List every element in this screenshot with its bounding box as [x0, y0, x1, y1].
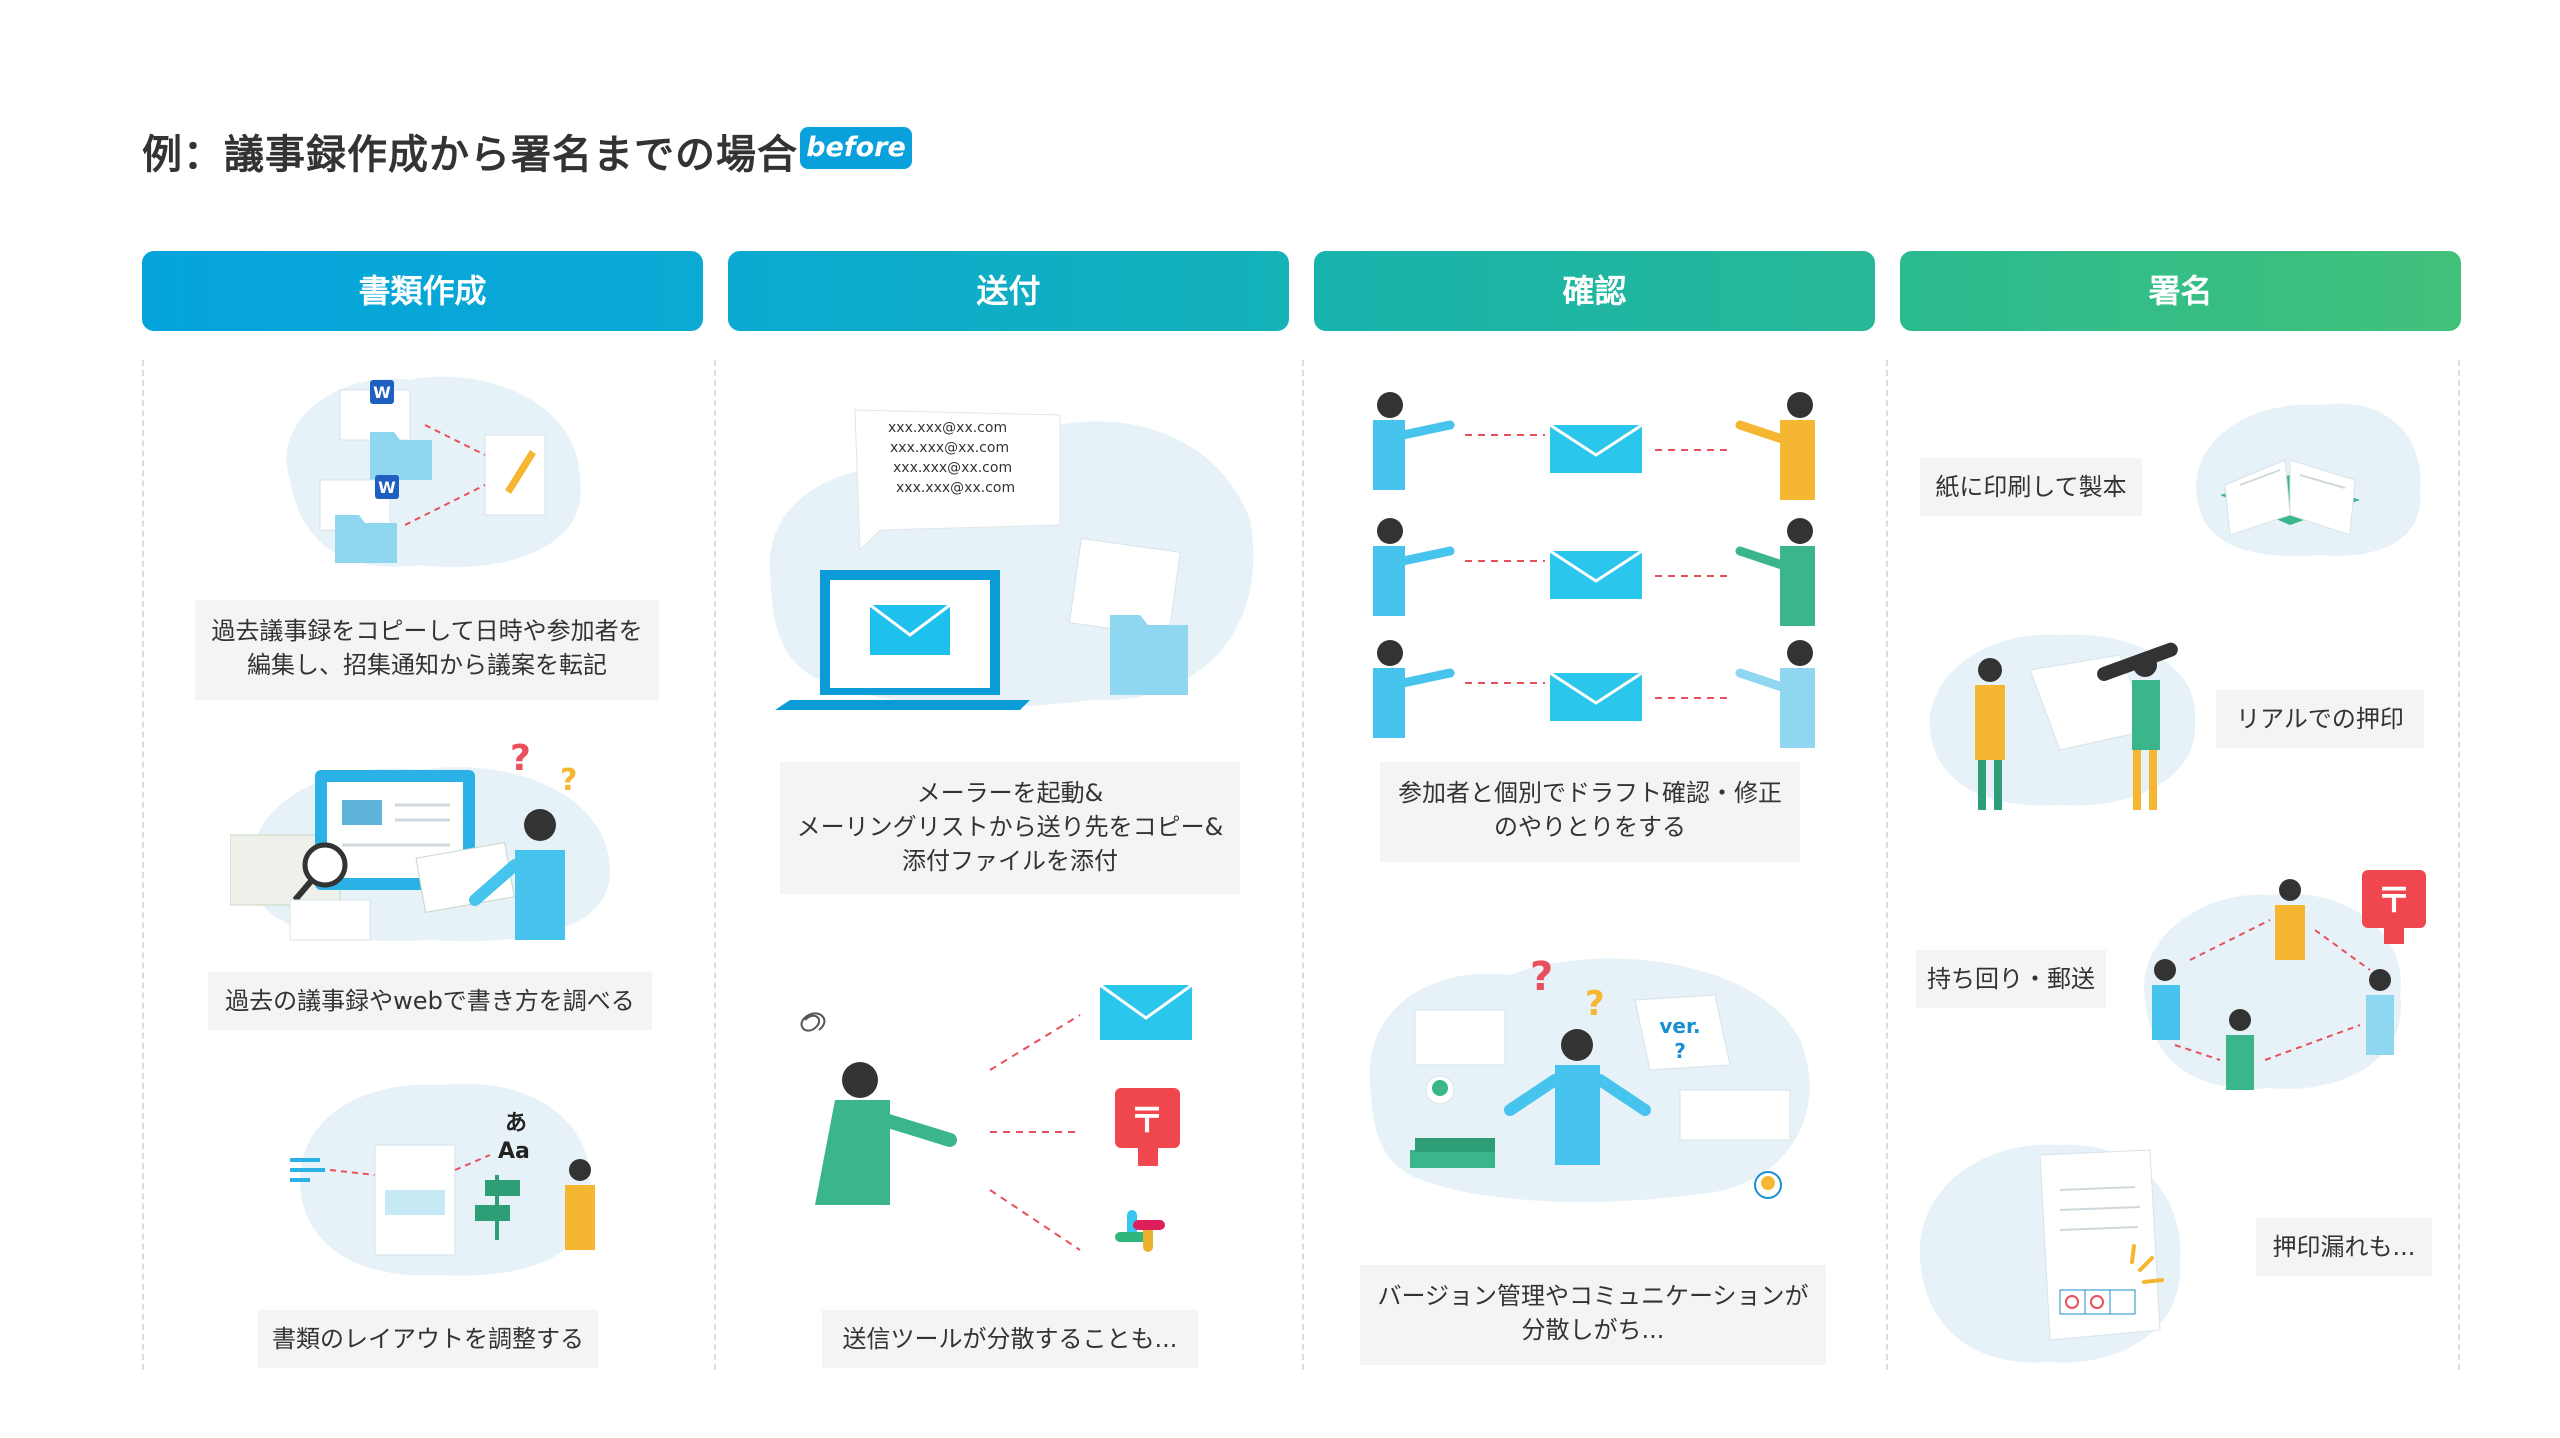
- version-label: ver.: [1659, 1014, 1700, 1038]
- book-icon: [2196, 403, 2421, 556]
- caption-circulation: 持ち回り・郵送: [1916, 950, 2106, 1008]
- phase-header-send: 送付: [728, 251, 1289, 331]
- post-icon: [1115, 1088, 1180, 1148]
- caption-launch-mailer: メーラーを起動& メーリングリストから送り先をコピー& 添付ファイルを添付: [780, 762, 1240, 894]
- phase-header-document: 書類作成: [142, 251, 703, 331]
- hiragana-glyph: あ: [505, 1111, 527, 1136]
- svg-text:〒: 〒: [1130, 1101, 1164, 1141]
- question-glyph: ?: [1530, 954, 1553, 1000]
- latin-glyph: Aa: [498, 1139, 530, 1164]
- column-divider: [2458, 360, 2460, 1370]
- email-address: xxx.xxx@xx.com: [890, 440, 1009, 456]
- phase-header-confirm: 確認: [1314, 251, 1875, 331]
- stamp-icon: [1929, 634, 2196, 810]
- version-question: ?: [1674, 1039, 1686, 1063]
- post-icon: 〒: [2362, 870, 2426, 944]
- caption-missing-stamp: 押印漏れも...: [2256, 1218, 2432, 1276]
- slack-icon: [1115, 1210, 1165, 1252]
- column-divider: [1302, 360, 1304, 1370]
- phase-header-sign: 署名: [1900, 251, 2461, 331]
- question-glyph: ?: [560, 763, 577, 798]
- question-glyph: ?: [1585, 984, 1605, 1024]
- missing-stamp-icon: [1919, 1144, 2181, 1363]
- caption-real-stamp: リアルでの押印: [2216, 690, 2424, 748]
- column-divider: [1886, 360, 1888, 1370]
- version-confusion-icon: ? ? ver. ?: [1369, 954, 1810, 1203]
- email-address: xxx.xxx@xx.com: [893, 460, 1012, 476]
- caption-draft-check: 参加者と個別でドラフト確認・修正 のやりとりをする: [1380, 762, 1800, 862]
- caption-layout: 書類のレイアウトを調整する: [258, 1310, 598, 1368]
- email-address: xxx.xxx@xx.com: [896, 480, 1015, 496]
- word-glyph: W: [378, 478, 396, 497]
- caption-print-bind: 紙に印刷して製本: [1920, 458, 2142, 516]
- caption-copy-minutes: 過去議事録をコピーして日時や参加者を 編集し、招集通知から議案を転記: [195, 600, 659, 700]
- column-divider: [714, 360, 716, 1370]
- send-tools-icon: 〒: [800, 983, 1193, 1252]
- caption-research: 過去の議事録やwebで書き方を調べる: [208, 972, 652, 1030]
- caption-send-tools: 送信ツールが分散することも...: [822, 1310, 1198, 1368]
- email-address: xxx.xxx@xx.com: [888, 420, 1007, 436]
- laptop-mail-icon: xxx.xxx@xx.com xxx.xxx@xx.com xxx.xxx@xx…: [769, 409, 1254, 710]
- document-copy-icon: W W: [286, 376, 581, 568]
- question-glyph: ?: [510, 740, 531, 779]
- word-glyph: W: [373, 383, 391, 402]
- before-badge: before: [800, 127, 912, 169]
- research-icon: ? ?: [230, 740, 610, 942]
- mail-route-icon: [2143, 879, 2401, 1090]
- layout-icon: あ Aa: [290, 1083, 595, 1276]
- mail-exchange-icon: [1373, 392, 1815, 748]
- column-divider: [142, 360, 144, 1370]
- svg-text:〒: 〒: [2377, 881, 2411, 921]
- page-title: 例：議事録作成から署名までの場合: [142, 132, 798, 178]
- caption-version-control: バージョン管理やコミュニケーションが 分散しがち...: [1360, 1265, 1826, 1365]
